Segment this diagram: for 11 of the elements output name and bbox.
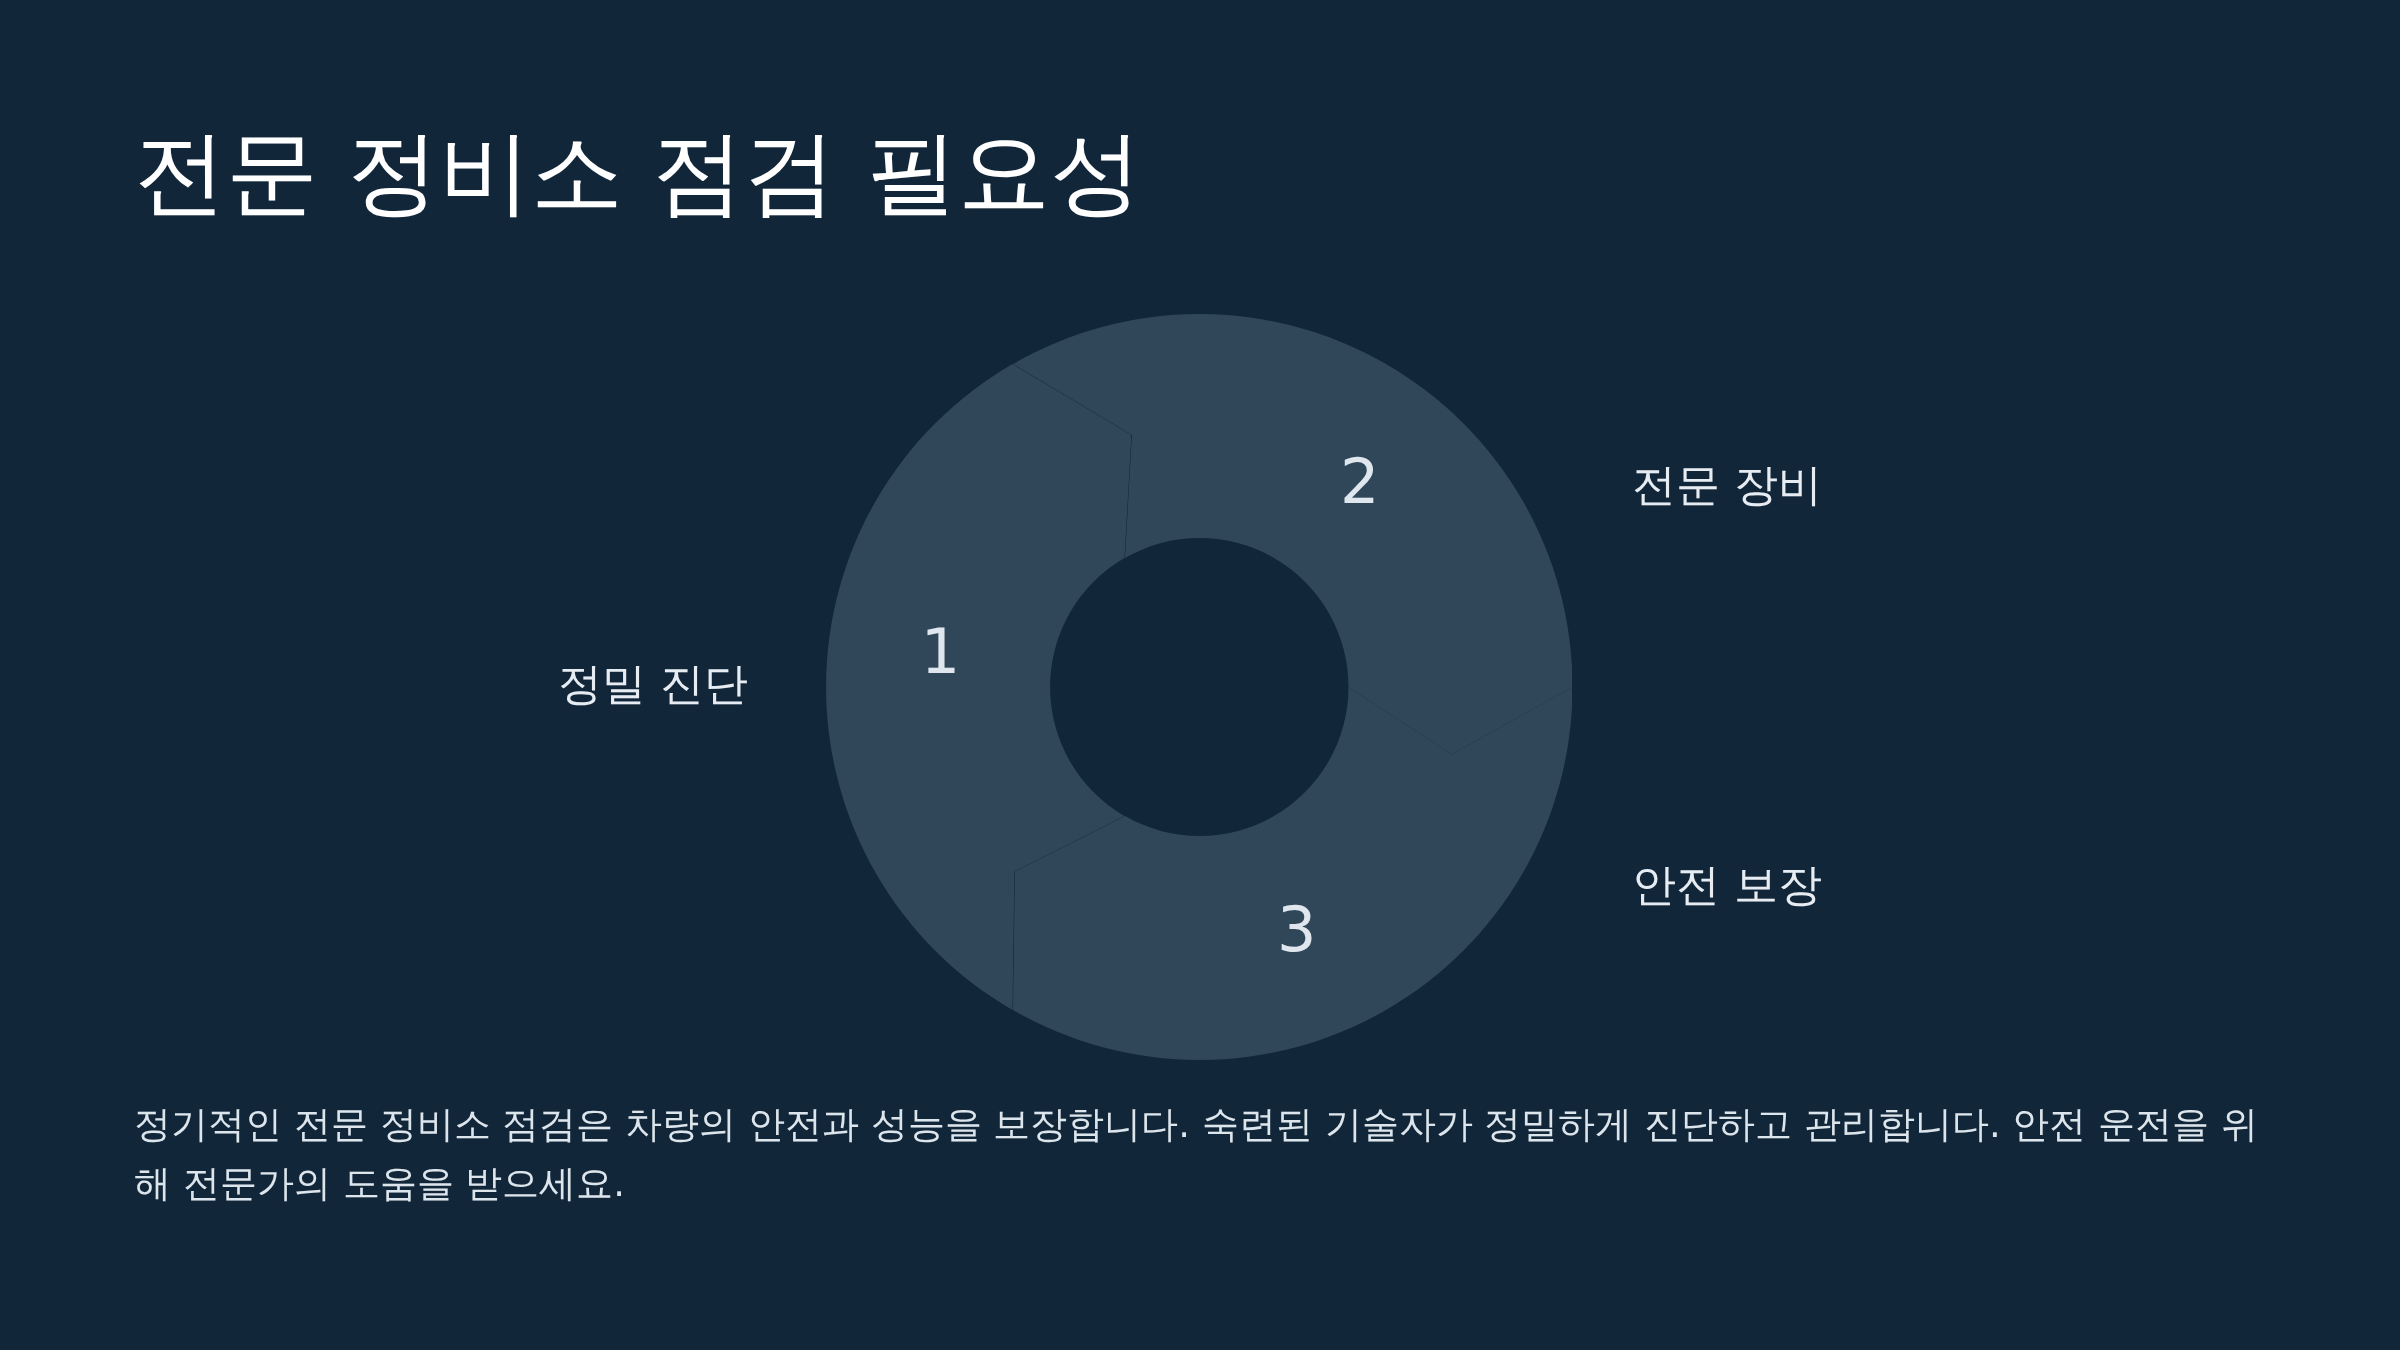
description-paragraph: 정기적인 전문 정비소 점검은 차량의 안전과 성능을 보장합니다. 숙련된 기술자가 정밀하게 진단하고 관리합니다. 안전 운전을 위해 전문가의 도움을 받으세요. xyxy=(134,1102,2259,1208)
step-number: 2 xyxy=(1339,444,1380,518)
cycle-segment xyxy=(1012,314,1572,755)
step-number: 1 xyxy=(920,614,961,688)
cycle-segment xyxy=(1012,687,1572,1060)
step-number: 3 xyxy=(1277,892,1317,966)
segment-label: 전문 장비 xyxy=(1632,457,1822,512)
segment-label: 정밀 진단 xyxy=(558,656,748,711)
cycle-segment xyxy=(826,363,1132,1010)
slide-title: 전문 정비소 점검 필요성 xyxy=(134,118,1142,228)
segment-label: 안전 보장 xyxy=(1632,857,1822,912)
